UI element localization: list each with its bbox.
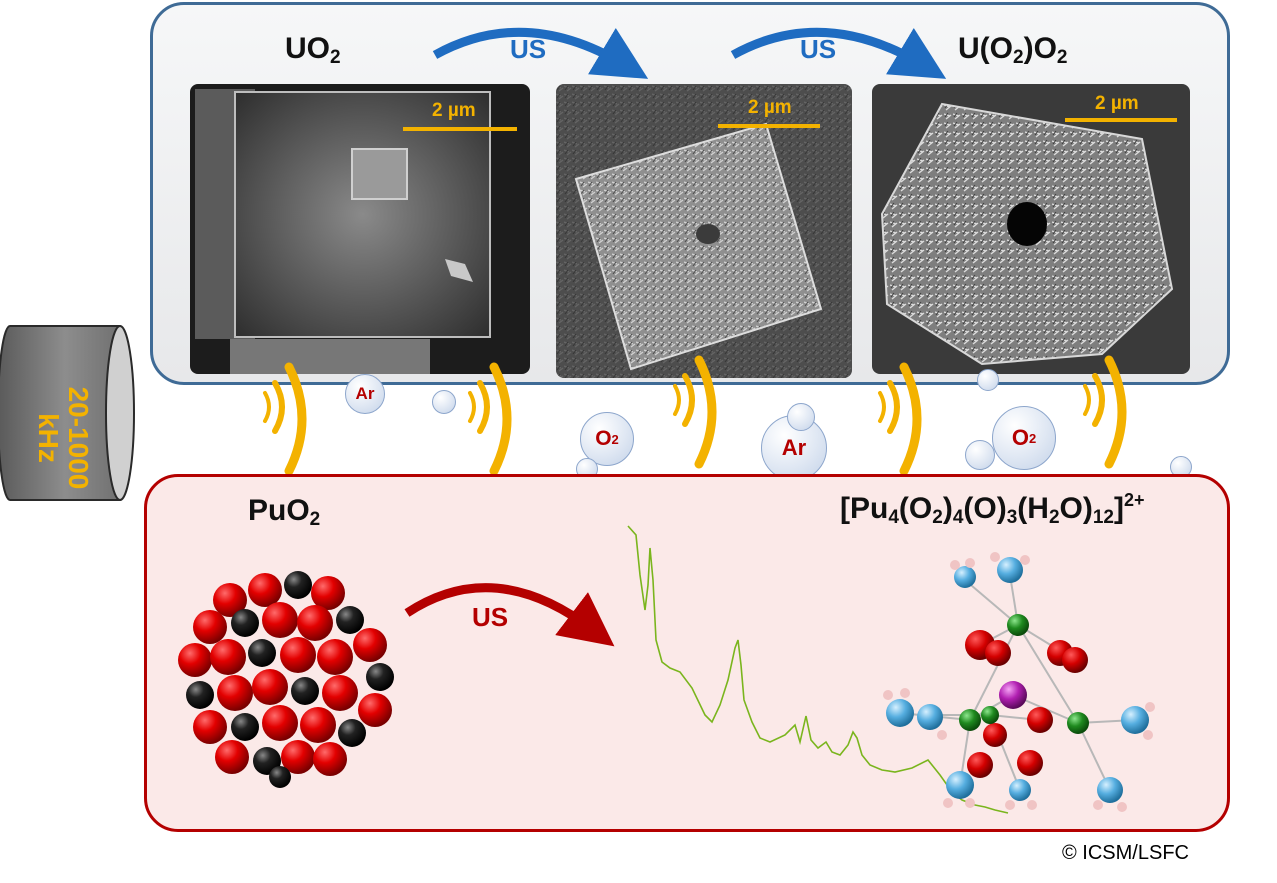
scale-bar-3 bbox=[1065, 118, 1177, 122]
us-arrow-2-label: US bbox=[800, 34, 837, 64]
pu-cluster-formula: [Pu4(O2)4(O)3(H2O)12]2+ bbox=[840, 490, 1145, 528]
copyright-text: © ICSM/LSFC bbox=[1062, 842, 1189, 864]
us-arrow-3-icon bbox=[404, 583, 615, 647]
uo2-label: UO2 bbox=[285, 32, 341, 68]
argon-bubble-1: Ar bbox=[345, 374, 385, 414]
us-arrow-2-icon bbox=[730, 27, 947, 79]
scale-label-1: 2 µm bbox=[432, 100, 476, 121]
uranyl-peroxide-label: U(O2)O2 bbox=[958, 32, 1068, 68]
bubble-small-4 bbox=[977, 369, 999, 391]
us-arrow-1-label: US bbox=[510, 34, 547, 64]
sem-image-intermediate bbox=[556, 84, 852, 378]
sem-image-uo2 bbox=[190, 84, 530, 374]
scale-label-3: 2 µm bbox=[1095, 93, 1139, 114]
pu-cluster-molecule-icon bbox=[883, 552, 1155, 812]
puo2-label: PuO2 bbox=[248, 494, 321, 530]
puo2-lattice-icon bbox=[178, 571, 394, 788]
us-arrow-3-label: US bbox=[472, 602, 509, 632]
scale-bar-1 bbox=[403, 127, 517, 131]
bubble-small-3 bbox=[787, 403, 815, 431]
bubble-small-1 bbox=[432, 390, 456, 414]
ultrasound-generator-icon bbox=[0, 325, 135, 501]
sem-image-uranyl-peroxide bbox=[872, 84, 1190, 374]
bubble-small-5 bbox=[965, 440, 995, 470]
scale-label-2: 2 µm bbox=[748, 97, 792, 118]
us-arrow-1-icon bbox=[432, 27, 649, 79]
scale-bar-2 bbox=[718, 124, 820, 128]
